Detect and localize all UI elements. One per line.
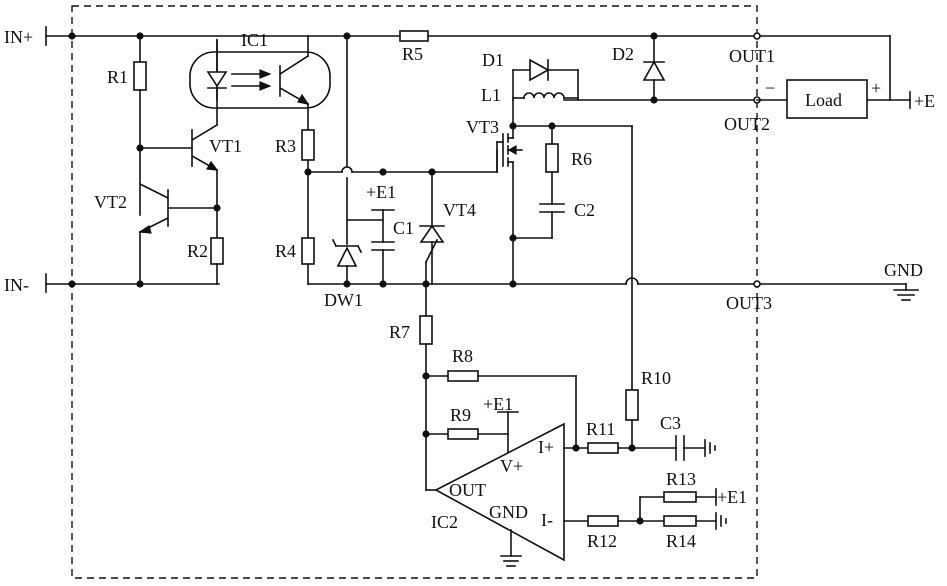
label-r2: R2 [187, 241, 208, 261]
resistor-r6 [546, 126, 558, 204]
label-r3: R3 [275, 136, 296, 156]
label-dw1: DW1 [324, 290, 363, 310]
resistor-r1 [134, 36, 146, 215]
label-r10: R10 [641, 368, 671, 388]
resistor-r4 [302, 238, 314, 284]
label-e1-top: +E1 [366, 182, 396, 202]
capacitor-c2 [510, 204, 564, 241]
resistor-r13 [640, 489, 716, 505]
label-gnd: GND [884, 260, 923, 280]
label-pin-v-plus: V+ [500, 456, 523, 476]
resistor-r3 [302, 130, 314, 238]
label-c2: C2 [574, 200, 595, 220]
resistor-r12 [588, 497, 664, 526]
label-pin-i-plus: I+ [538, 437, 554, 457]
label-pin-i-minus: I- [541, 510, 553, 530]
label-d2: D2 [612, 44, 634, 64]
label-vt3: VT3 [466, 117, 499, 137]
inductor-l1 [513, 70, 757, 100]
label-r1: R1 [107, 67, 128, 87]
label-e1-opamp: +E1 [483, 394, 513, 414]
label-pin-out: OUT [449, 480, 486, 500]
resistor-r2 [211, 238, 223, 284]
label-e1-r13: +E1 [717, 487, 747, 507]
label-in-plus: IN+ [4, 27, 33, 47]
optocoupler-ic1 [190, 36, 330, 130]
label-r14: R14 [666, 531, 696, 551]
label-r12: R12 [587, 531, 617, 551]
label-r13: R13 [666, 469, 696, 489]
capacitor-c3 [676, 436, 715, 460]
label-c3: C3 [660, 413, 681, 433]
label-d1: D1 [482, 50, 504, 70]
label-c1: C1 [393, 218, 414, 238]
label-r4: R4 [275, 241, 296, 261]
resistor-r7 [420, 284, 436, 490]
label-vt2: VT2 [94, 192, 127, 212]
gate-node-wire [305, 150, 497, 175]
label-r8: R8 [452, 346, 473, 366]
label-load-plus: + [871, 78, 881, 98]
label-r6: R6 [571, 149, 592, 169]
transistor-vt2 [137, 184, 217, 287]
label-plus-e: +E [914, 91, 935, 111]
capacitor-c1 [372, 210, 394, 284]
label-r11: R11 [586, 419, 615, 439]
label-l1: L1 [481, 85, 501, 105]
label-in-minus: IN- [4, 275, 29, 295]
resistor-r14 [664, 513, 726, 529]
label-r5: R5 [402, 44, 423, 64]
in-plus-terminal [46, 27, 308, 45]
thyristor-vt4 [420, 172, 444, 284]
label-out3: OUT3 [726, 293, 772, 313]
label-vt1: VT1 [209, 136, 242, 156]
diode-d2 [644, 36, 664, 103]
label-out2: OUT2 [724, 114, 770, 134]
resistor-r11 [573, 443, 676, 453]
out-terminals [754, 33, 910, 287]
label-pin-gnd: GND [489, 502, 528, 522]
in-minus-terminal [46, 274, 219, 292]
label-load-minus: − [765, 78, 775, 98]
label-r9: R9 [450, 405, 471, 425]
diode-d1 [513, 60, 578, 80]
label-r7: R7 [389, 322, 410, 342]
ground-rail [308, 278, 918, 300]
label-vt4: VT4 [443, 200, 476, 220]
label-ic2: IC2 [431, 512, 458, 532]
label-ic1: IC1 [241, 30, 268, 50]
resistor-r9 [426, 412, 518, 452]
mosfet-vt3 [497, 100, 632, 284]
label-out1: OUT1 [729, 46, 775, 66]
resistor-r10 [626, 126, 638, 451]
label-load: Load [805, 90, 842, 110]
